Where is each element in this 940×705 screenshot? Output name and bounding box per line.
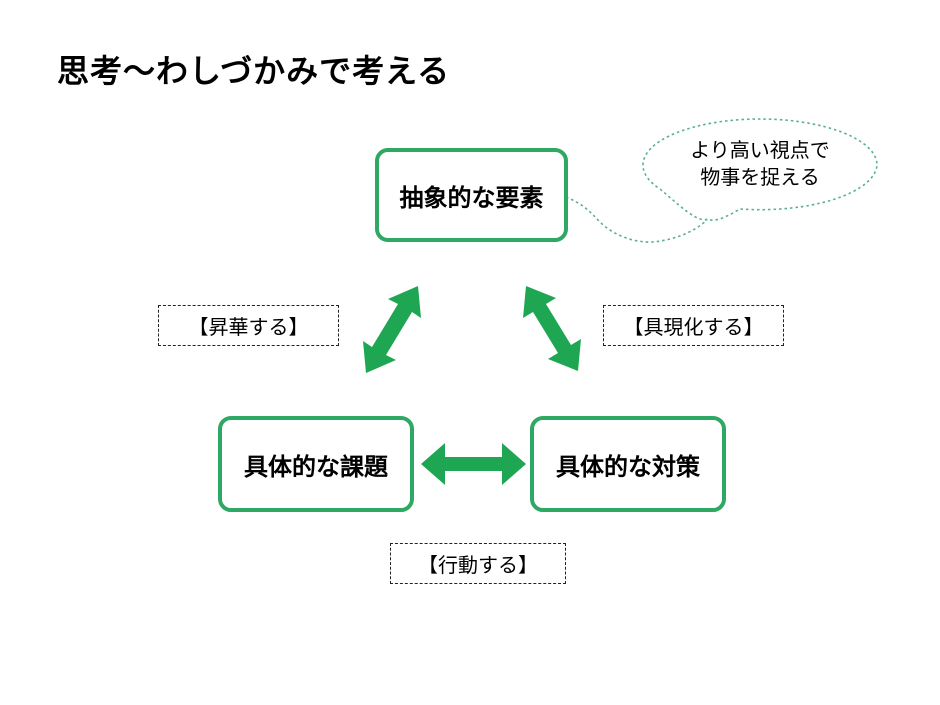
arrow-sublimate-double xyxy=(363,286,421,373)
label-materialize-text: 【具現化する】 xyxy=(623,317,764,339)
callout-line2: 物事を捉える xyxy=(700,167,820,189)
callout-tail-curve xyxy=(565,196,708,243)
callout-bubble: より高い視点で 物事を捉える xyxy=(645,138,875,192)
node-concrete-measures: 具体的な対策 xyxy=(530,416,726,512)
label-sublimate-text: 【昇華する】 xyxy=(188,317,309,339)
node-abstract-label: 抽象的な要素 xyxy=(399,184,544,212)
page-title: 思考～わしづかみで考える xyxy=(57,53,451,89)
node-issue-label: 具体的な課題 xyxy=(244,453,388,481)
label-act-text: 【行動する】 xyxy=(418,555,538,577)
node-measure-label: 具体的な対策 xyxy=(556,453,700,481)
label-sublimate: 【昇華する】 xyxy=(158,305,339,346)
node-abstract-elements: 抽象的な要素 xyxy=(375,148,568,242)
arrow-materialize-double xyxy=(523,286,581,371)
node-concrete-issues: 具体的な課題 xyxy=(218,416,414,512)
label-materialize: 【具現化する】 xyxy=(603,305,784,346)
label-act: 【行動する】 xyxy=(390,543,566,584)
arrow-act-double xyxy=(421,443,526,485)
callout-line1: より高い視点で xyxy=(690,140,830,162)
